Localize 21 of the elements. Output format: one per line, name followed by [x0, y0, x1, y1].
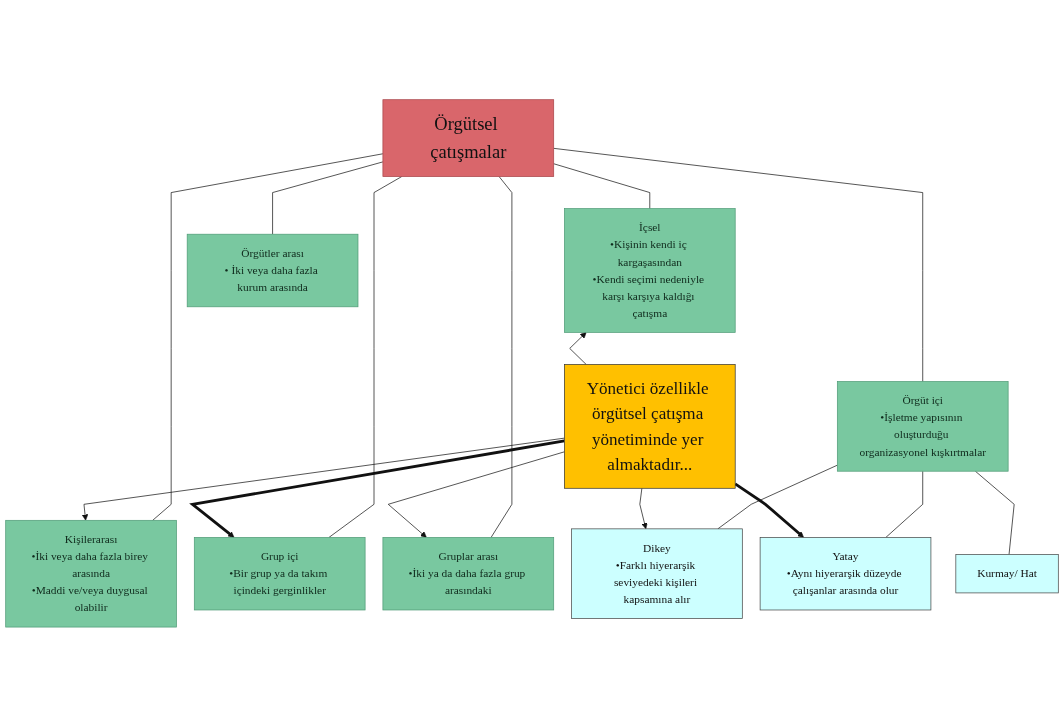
node-box: Örgütler arası • İki veya daha fazla kurum arasında: [186, 233, 359, 308]
node-box: Dikey •Farklı hiyerarşik seviyedeki kişileri kapsamına alır: [571, 528, 743, 619]
node-box: Kişilerarası •İki veya daha fazla birey arasında •Maddi ve/veya duygusal olabilir: [5, 520, 177, 628]
connector: [553, 163, 651, 210]
connector: [152, 153, 384, 521]
arrow: [734, 482, 804, 538]
connector: [490, 176, 513, 538]
node-box: Grup içi •Bir grup ya da takım içindeki gerginlikler: [193, 537, 366, 611]
connector: [328, 176, 403, 538]
connector: [885, 470, 924, 538]
node-box: Örgütsel çatışmalar: [382, 99, 555, 178]
node-box: Yatay •Aynı hiyerarşik düzeyde çalışanlar arasında olur: [759, 537, 932, 611]
node-box: İçsel •Kişinin kendi iç kargaşasından •Kendi seçimi nedeniyle karşı karşıya kaldığı çatışma: [564, 208, 736, 333]
connector: [975, 470, 1015, 555]
connector: [553, 148, 924, 382]
node-box: Kurmay/ Hat: [955, 554, 1059, 594]
connector: [717, 464, 838, 530]
node-box: Örgüt içi •İşletme yapısının oluşturduğu organizasyonel kışkırtmalar: [836, 381, 1009, 472]
connector: [272, 161, 384, 235]
node-box: Gruplar arası •İki ya da daha fazla grup arasındaki: [382, 537, 555, 611]
node-box: Yönetici özellikle örgütsel çatışma yönetiminde yer almaktadır...: [564, 364, 736, 489]
